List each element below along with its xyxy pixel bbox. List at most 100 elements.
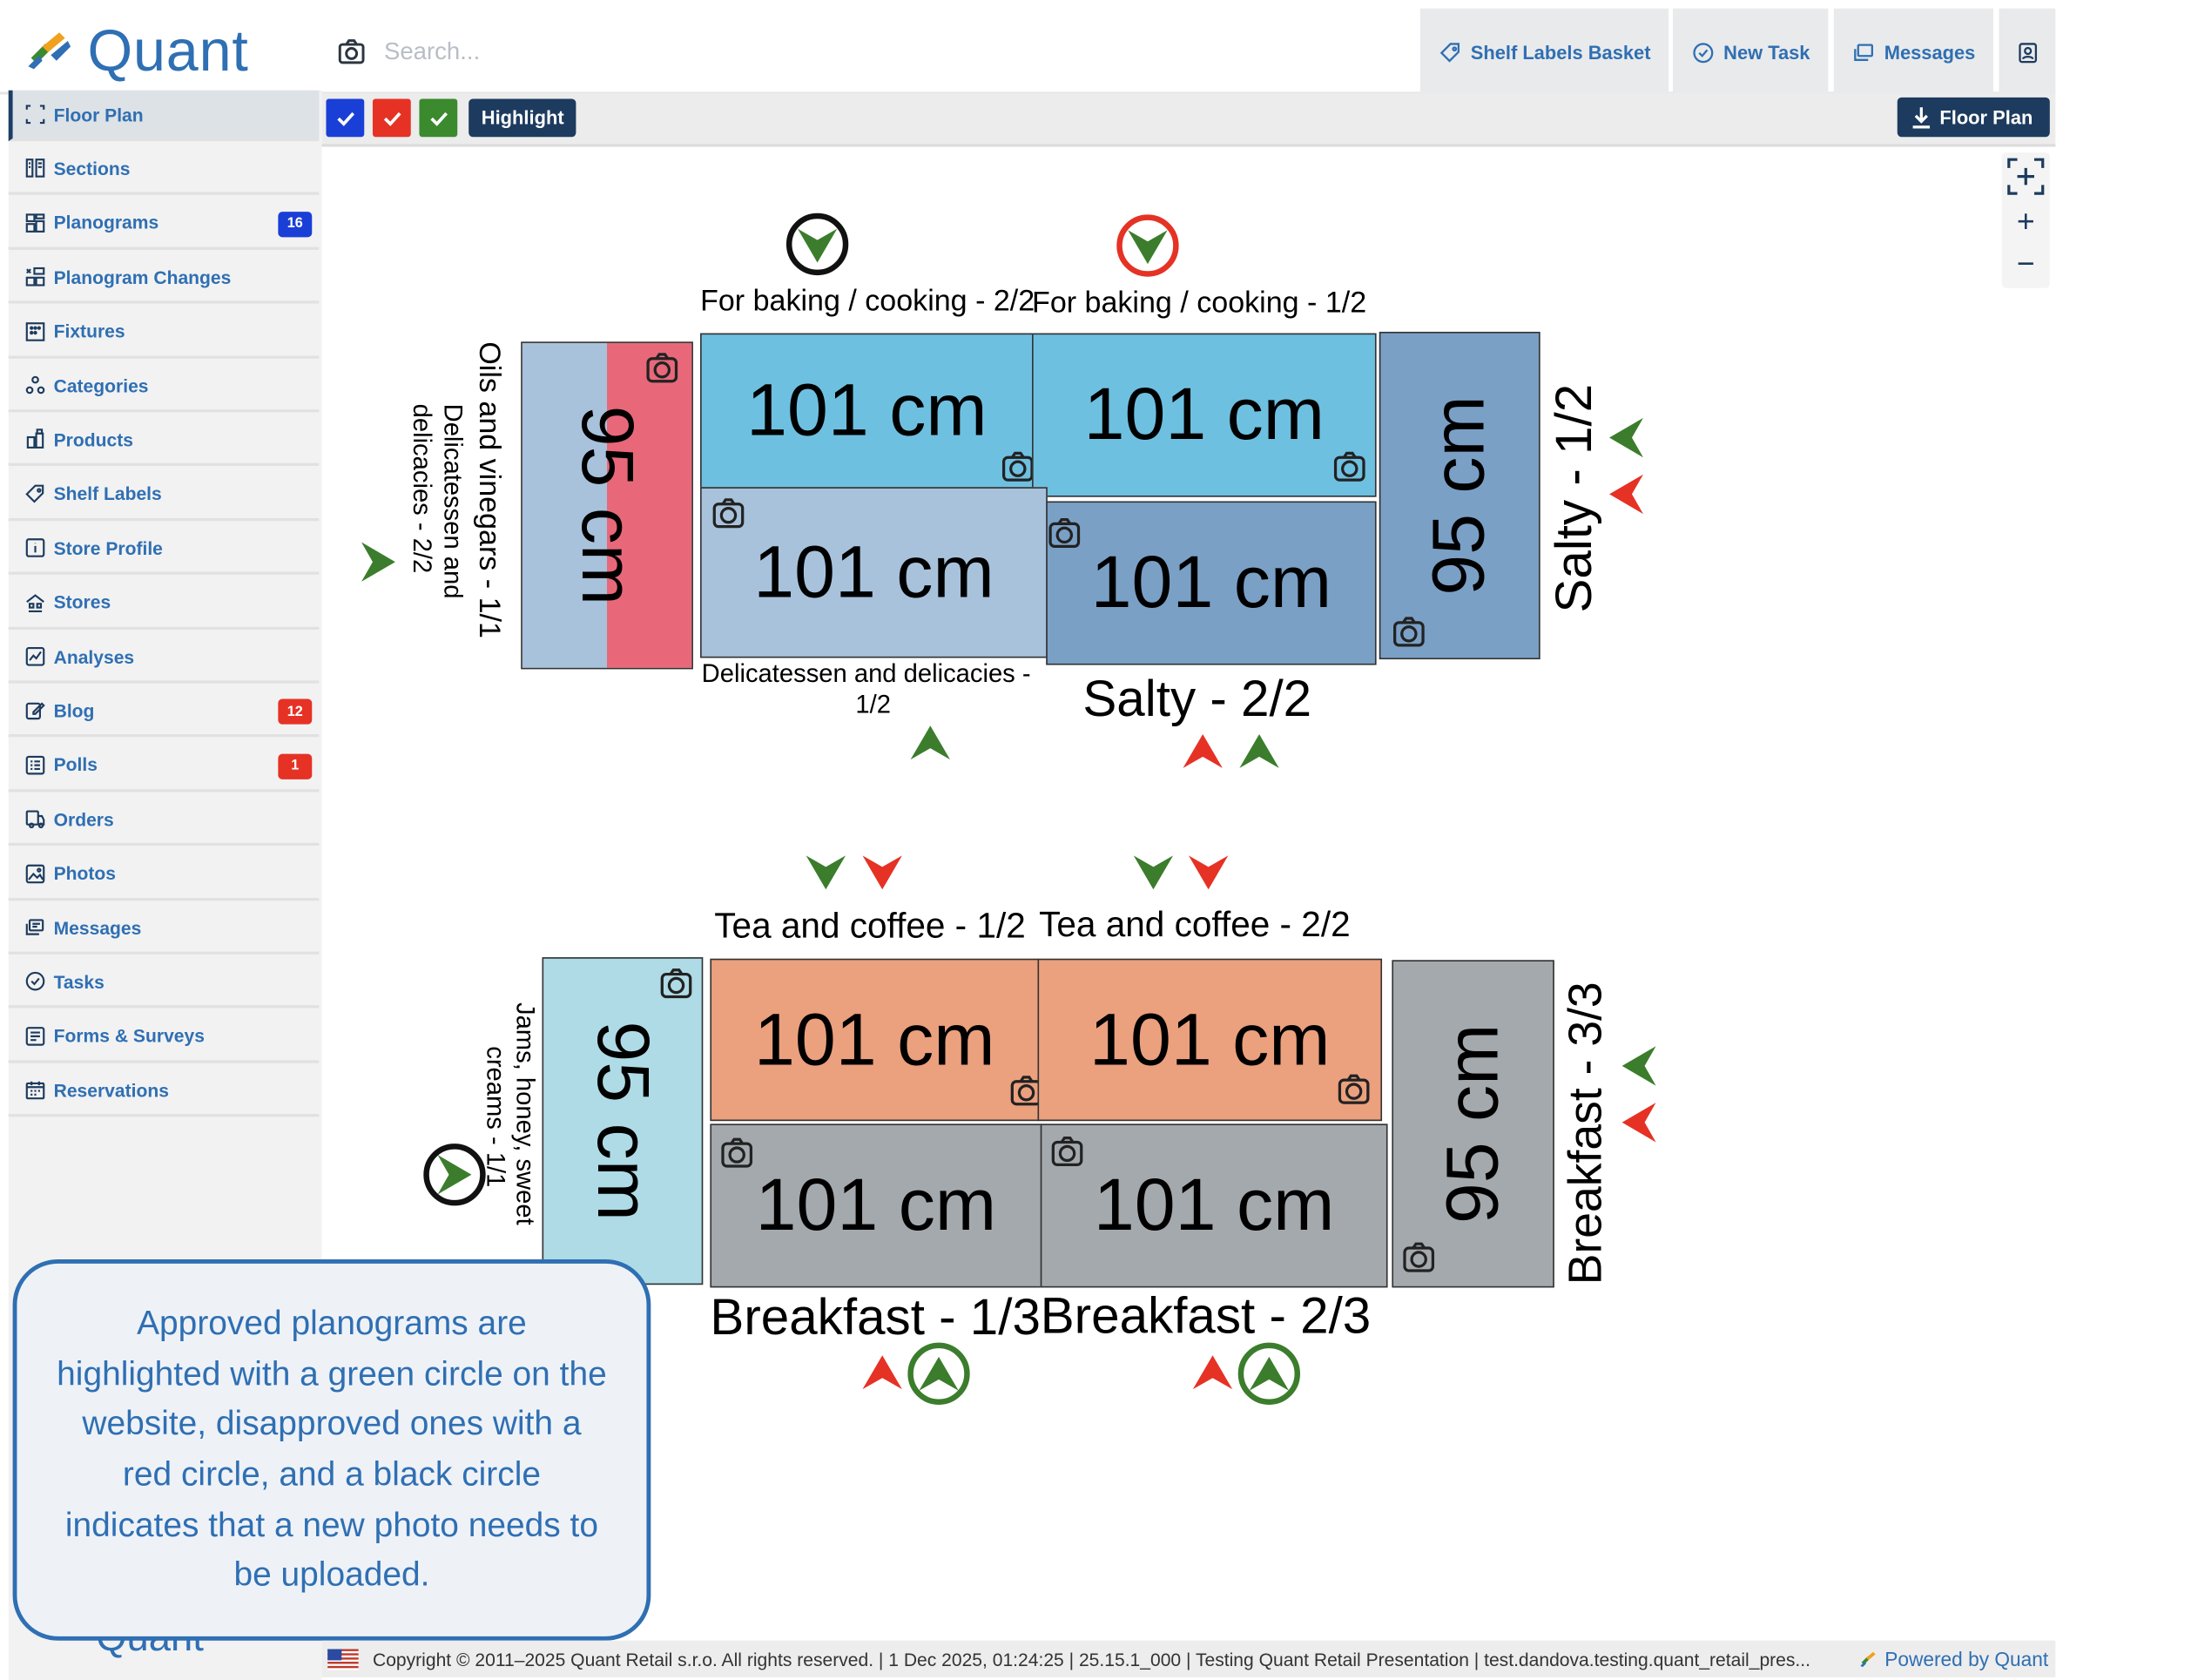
sidebar-item-label: Analyses <box>53 645 135 667</box>
sidebar-item-store-profile[interactable]: Store Profile <box>8 524 320 576</box>
sidebar-item-label: Shelf Labels <box>53 482 162 505</box>
quant-logo-icon[interactable] <box>25 27 73 72</box>
direction-arrow-approved[interactable] <box>1125 225 1170 270</box>
camera-icon[interactable] <box>1048 1134 1085 1171</box>
fixture-width-label: 101 cm <box>1093 1164 1335 1247</box>
sidebar-item-stores[interactable]: Stores <box>8 578 320 630</box>
camera-icon[interactable] <box>657 966 694 1002</box>
section-label-deli-1-2-b: 1/2 <box>855 690 891 719</box>
fixture-breakfast-1-3[interactable]: 101 cm <box>710 1123 1042 1288</box>
sidebar-item-label: Fixtures <box>53 320 125 342</box>
camera-icon[interactable] <box>710 496 746 532</box>
shelf-labels-basket-button[interactable]: Shelf Labels Basket <box>1419 8 1669 97</box>
check-circle-icon <box>1693 42 1714 63</box>
powered-by-link[interactable]: Powered by Quant <box>1859 1648 2048 1670</box>
status-ring-new-photo[interactable] <box>785 213 849 276</box>
direction-arrow-approved[interactable] <box>1131 850 1176 895</box>
sidebar-item-messages[interactable]: Messages <box>8 904 320 955</box>
filter-green-checkbox[interactable] <box>419 98 458 138</box>
camera-icon[interactable] <box>718 1135 755 1171</box>
fixture-tea-1-2[interactable]: 101 cm <box>710 958 1040 1122</box>
zoom-out-button[interactable]: − <box>2016 246 2035 281</box>
direction-arrow-approved[interactable] <box>795 223 840 268</box>
fixture-jams-honey[interactable]: 95 cm <box>542 957 704 1285</box>
direction-arrow-disapproved[interactable] <box>1604 471 1649 516</box>
new-task-button[interactable]: New Task <box>1673 8 1829 97</box>
floor-plan-icon <box>25 105 45 125</box>
sidebar-item-forms-surveys[interactable]: Forms & Surveys <box>8 1012 320 1063</box>
calendar-icon <box>25 1082 45 1100</box>
sidebar-item-categories[interactable]: Categories <box>8 361 320 413</box>
direction-arrow-approved[interactable] <box>916 1351 961 1396</box>
highlight-button[interactable]: Highlight <box>469 98 577 138</box>
status-ring-approved[interactable] <box>907 1342 970 1405</box>
sidebar-item-products[interactable]: Products <box>8 415 320 467</box>
fixture-oils-vinegars[interactable]: 95 cm <box>521 341 693 670</box>
sidebar-item-analyses[interactable]: Analyses <box>8 632 320 684</box>
fixture-deli-1-2[interactable]: 101 cm <box>700 487 1048 658</box>
fixture-tea-2-2[interactable]: 101 cm <box>1037 958 1383 1122</box>
fixture-breakfast-3-3[interactable]: 95 cm <box>1392 960 1554 1288</box>
camera-icon[interactable] <box>1331 449 1368 486</box>
app-logo-text[interactable]: Quant <box>87 18 249 84</box>
direction-arrow-approved[interactable] <box>432 1152 477 1198</box>
sidebar-item-fixtures[interactable]: Fixtures <box>8 307 320 359</box>
sidebar-item-planogram-changes[interactable]: Planogram Changes <box>8 253 320 304</box>
direction-arrow-approved[interactable] <box>356 539 401 584</box>
fixture-salty-1-2[interactable]: 95 cm <box>1379 331 1540 660</box>
sidebar-item-label: Planograms <box>53 212 159 233</box>
filter-blue-checkbox[interactable] <box>326 98 365 138</box>
direction-arrow-disapproved[interactable] <box>1190 1350 1236 1395</box>
sidebar-item-floor-plan[interactable]: Floor Plan <box>8 90 320 142</box>
us-flag-icon[interactable] <box>327 1648 359 1670</box>
camera-icon[interactable] <box>1000 449 1036 486</box>
status-ring-approved[interactable] <box>1237 1342 1301 1405</box>
sidebar-item-tasks[interactable]: Tasks <box>8 958 320 1009</box>
direction-arrow-approved[interactable] <box>1604 415 1649 461</box>
sidebar-item-orders[interactable]: Orders <box>8 795 320 847</box>
fit-screen-button[interactable] <box>2002 155 2050 198</box>
profile-button[interactable] <box>1999 8 2056 97</box>
camera-icon[interactable] <box>1336 1071 1372 1108</box>
fixture-salty-2-2[interactable]: 101 cm <box>1046 501 1377 665</box>
direction-arrow-disapproved[interactable] <box>860 1350 905 1395</box>
fixture-baking-2-2[interactable]: 101 cm <box>700 333 1034 489</box>
filter-red-checkbox[interactable] <box>372 98 411 138</box>
messages-button[interactable]: Messages <box>1833 8 1993 97</box>
chart-icon <box>25 647 45 666</box>
tag-icon <box>1439 42 1460 62</box>
download-floor-plan-button[interactable]: Floor Plan <box>1897 97 2050 138</box>
camera-icon[interactable] <box>1391 614 1427 651</box>
direction-arrow-disapproved[interactable] <box>1616 1100 1662 1145</box>
camera-icon[interactable] <box>644 350 680 387</box>
sidebar-item-reservations[interactable]: Reservations <box>8 1066 320 1117</box>
direction-arrow-disapproved[interactable] <box>1180 728 1225 773</box>
sidebar-item-sections[interactable]: Sections <box>8 145 320 196</box>
camera-search-icon[interactable] <box>336 37 367 68</box>
camera-icon[interactable] <box>1400 1239 1437 1276</box>
check-icon <box>383 111 401 126</box>
direction-arrow-approved[interactable] <box>1616 1043 1662 1089</box>
messages-icon <box>25 919 44 935</box>
check-icon <box>336 111 354 126</box>
zoom-in-button[interactable]: + <box>2016 203 2035 239</box>
direction-arrow-approved[interactable] <box>1237 728 1282 773</box>
camera-icon[interactable] <box>1046 516 1082 552</box>
status-ring-disapproved[interactable] <box>1116 214 1179 277</box>
direction-arrow-disapproved[interactable] <box>1186 850 1231 895</box>
direction-arrow-approved[interactable] <box>803 850 848 895</box>
sidebar-item-shelf-labels[interactable]: Shelf Labels <box>8 469 320 521</box>
fixture-breakfast-2-3[interactable]: 101 cm <box>1040 1123 1388 1288</box>
forms-icon <box>25 1026 45 1046</box>
direction-arrow-approved[interactable] <box>1246 1351 1291 1396</box>
direction-arrow-approved[interactable] <box>907 720 953 766</box>
sidebar-item-photos[interactable]: Photos <box>8 849 320 901</box>
planograms-icon <box>25 213 45 233</box>
fixture-baking-1-2[interactable]: 101 cm <box>1032 333 1377 497</box>
status-ring-new-photo[interactable] <box>423 1144 486 1206</box>
search-input[interactable] <box>381 30 1234 75</box>
direction-arrow-disapproved[interactable] <box>860 850 905 895</box>
